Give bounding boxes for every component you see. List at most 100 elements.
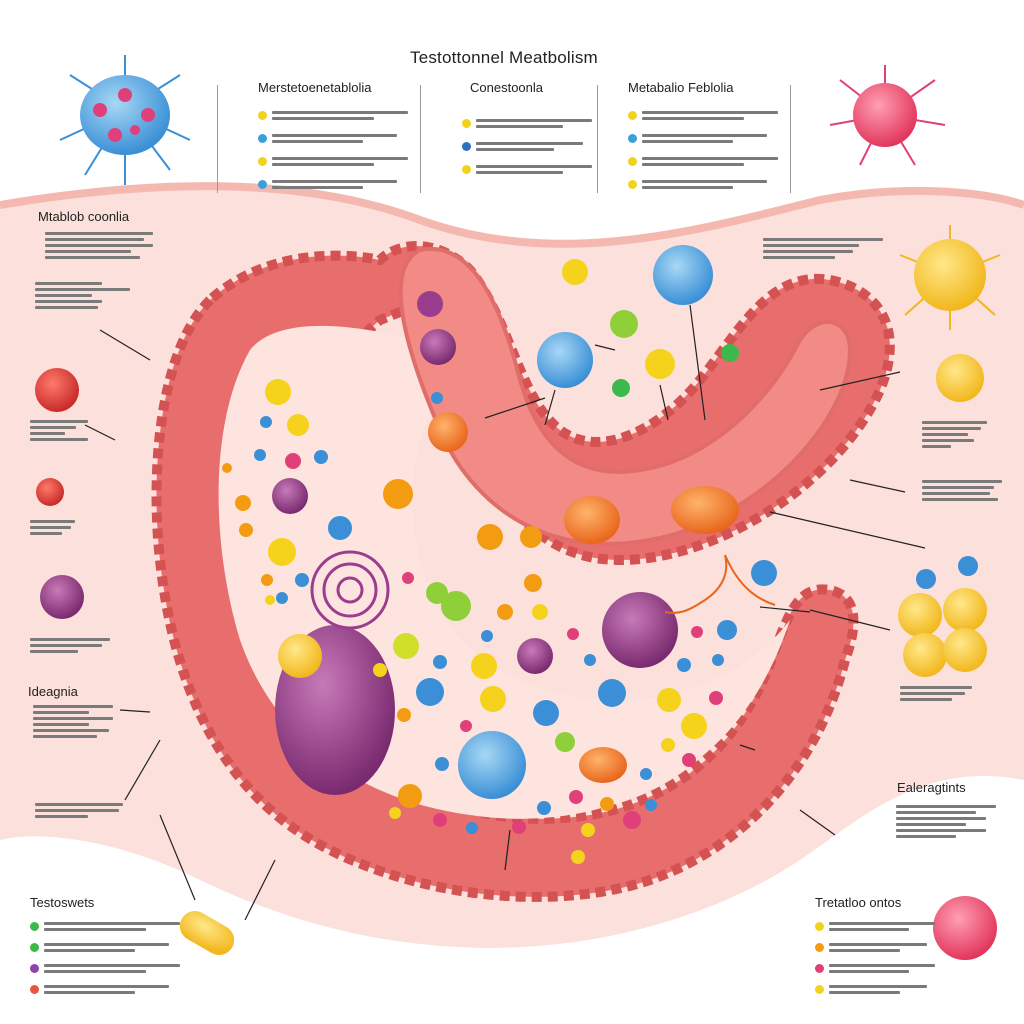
list-item-text <box>476 118 592 128</box>
cell-magenta-2 <box>272 478 308 514</box>
list-item-text <box>642 179 778 189</box>
list-item <box>815 941 935 953</box>
bullet-dot <box>258 133 267 143</box>
text-block <box>30 520 75 535</box>
list-item-text <box>272 156 408 166</box>
list-item <box>815 983 935 995</box>
column-3: Metabalio Feblolia <box>628 80 778 201</box>
list-item <box>30 983 180 995</box>
list-item <box>628 155 778 167</box>
text-block <box>922 421 987 448</box>
list-item-text <box>272 110 408 120</box>
cell-purple-large <box>602 592 678 668</box>
bullet-dot <box>258 156 267 166</box>
bullet-dot <box>462 141 471 151</box>
text-block <box>900 686 972 701</box>
top-left-cell <box>59 55 191 185</box>
cell-magenta-3 <box>517 638 553 674</box>
particles <box>222 259 978 864</box>
cell-pink-bottom <box>933 896 997 960</box>
list-item-text <box>829 963 935 973</box>
left-section-2-heading: Ideagnia <box>28 684 78 699</box>
cell-blue-large <box>458 731 526 799</box>
diagram-title: Testottonnel Meatbolism <box>410 48 598 67</box>
text-block <box>35 803 123 818</box>
bullet-dot <box>815 963 824 973</box>
cell-capsule <box>179 911 235 955</box>
left-section-1-heading: Mtablob coonlia <box>38 209 130 224</box>
list-item-text <box>829 921 935 931</box>
list-item <box>258 178 408 190</box>
bullet-dot <box>815 984 824 994</box>
column-1-heading: Merstetoenetablolia <box>258 80 372 95</box>
cell-orange-3 <box>671 486 739 534</box>
list-item-text <box>44 963 180 973</box>
bullet-dot <box>462 164 471 174</box>
nerve-fiber <box>664 554 776 614</box>
bottom-left-heading: Testoswets <box>30 895 95 910</box>
list-item <box>30 962 180 974</box>
text-block <box>30 420 88 441</box>
text-block <box>922 480 1002 501</box>
list-item-text <box>272 179 408 189</box>
column-divider <box>597 85 598 193</box>
bullet-dot <box>462 118 471 128</box>
bottom-left-section: Testoswets <box>30 895 180 1004</box>
column-1: Merstetoenetablolia <box>258 80 408 201</box>
cell-red-large <box>35 368 79 412</box>
list-item <box>258 155 408 167</box>
cell-orange-2 <box>564 496 620 544</box>
pointer-lines <box>84 304 926 921</box>
list-item-text <box>642 110 778 120</box>
list-item <box>258 109 408 121</box>
bullet-dot <box>628 110 637 120</box>
list-item <box>815 920 935 932</box>
list-item-text <box>829 984 935 994</box>
column-2-heading: Conestoonla <box>470 80 543 95</box>
text-block <box>33 705 113 738</box>
text-block <box>45 232 153 259</box>
cell-blue-mid <box>537 332 593 388</box>
text-block <box>896 805 996 838</box>
column-2: Conestoonla <box>462 80 592 186</box>
cell-magenta-1 <box>420 329 456 365</box>
background-band-outline <box>0 182 1024 248</box>
list-item <box>258 132 408 144</box>
cell-yellow-1 <box>278 634 322 678</box>
list-item <box>30 920 180 932</box>
bullet-dot <box>30 921 39 931</box>
list-item <box>30 941 180 953</box>
list-item <box>628 109 778 121</box>
cell-yellow-right <box>936 354 984 402</box>
cell-rosette <box>310 550 390 630</box>
column-divider <box>790 85 791 193</box>
list-item <box>462 140 592 152</box>
bottom-right-section: Tretatloo ontos <box>815 895 935 1004</box>
cell-orange-4 <box>579 747 627 783</box>
bullet-dot <box>30 942 39 952</box>
list-item-text <box>829 942 935 952</box>
list-item-text <box>642 156 778 166</box>
list-item <box>462 163 592 175</box>
bullet-dot <box>258 179 267 189</box>
bullet-dot <box>258 110 267 120</box>
bullet-dot <box>628 179 637 189</box>
bullet-dot <box>815 942 824 952</box>
right-section-1-heading: Ealeragtints <box>897 780 966 795</box>
cell-yellow-spiky <box>899 225 1001 330</box>
bottom-right-heading: Tretatloo ontos <box>815 895 902 910</box>
bullet-dot <box>628 133 637 143</box>
list-item-text <box>44 921 180 931</box>
cell-red-small <box>36 478 64 506</box>
text-block <box>35 282 130 309</box>
column-divider <box>217 85 218 193</box>
cell-orange-1 <box>428 412 468 452</box>
cell-cluster-yellow <box>898 588 987 677</box>
cell-blue-top <box>653 245 713 305</box>
column-3-heading: Metabalio Feblolia <box>628 80 734 95</box>
list-item <box>815 962 935 974</box>
top-right-cell <box>829 65 946 166</box>
list-item <box>462 117 592 129</box>
list-item-text <box>642 133 778 143</box>
